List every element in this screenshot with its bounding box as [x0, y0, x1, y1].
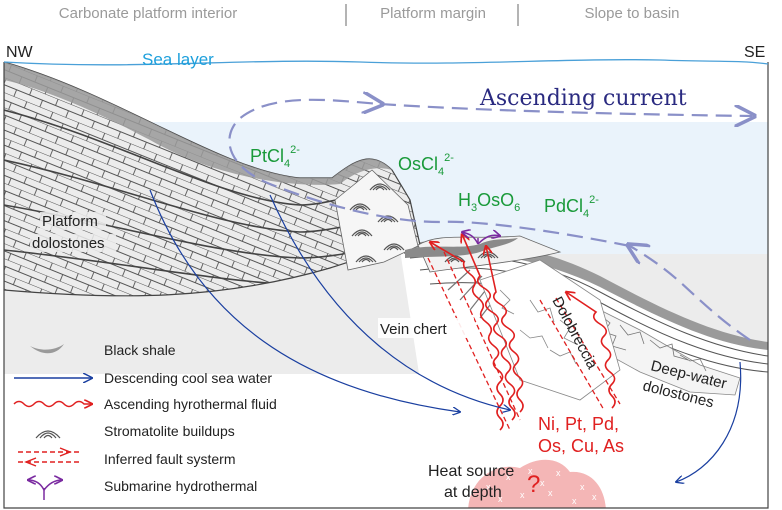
vein-chert-label: Vein chert — [380, 321, 448, 338]
platform-label-line2: dolostones — [32, 235, 105, 252]
svg-text:x: x — [506, 472, 511, 482]
zone-label-platform-interior: Carbonate platform interior — [59, 5, 237, 22]
zone-label-platform-margin: Platform margin — [380, 5, 486, 22]
vein-chert-marks — [447, 269, 501, 319]
metals-line1: Ni, Pt, Pd, — [538, 414, 619, 434]
dissolved-species: PtCl42- OsCl42- H3OsO6 PdCl42- — [250, 144, 599, 220]
ptcl4-label: PtCl42- — [250, 144, 300, 170]
svg-text:x: x — [556, 468, 561, 478]
legend-symbol-fault — [18, 447, 80, 467]
legend-symbol-hydrothermal-fluid — [13, 402, 92, 407]
ascending-current-loop — [228, 100, 752, 341]
legend: Black shale Descending cool sea water As… — [13, 342, 277, 500]
ascending-hydrothermal-fluid — [430, 234, 616, 431]
zone-label-slope-to-basin: Slope to basin — [584, 5, 679, 22]
platform-label-line1: Platform — [42, 213, 98, 230]
svg-text:x: x — [572, 496, 577, 506]
se-label: SE — [744, 44, 765, 61]
inferred-faults — [427, 251, 621, 431]
metals-line2: Os, Cu, As — [538, 436, 624, 456]
legend-symbol-submarine-hydrothermal — [28, 480, 62, 500]
heat-source-label-line1: Heat source — [428, 463, 514, 480]
oscl4-label: OsCl42- — [398, 152, 454, 178]
ascending-current-label: Ascending current — [479, 86, 687, 111]
legend-label-fault: Inferred fault systerm — [104, 451, 236, 467]
sea-surface-line — [3, 59, 769, 66]
legend-label-hydrothermal-fluid: Ascending hyrothermal fluid — [104, 396, 277, 412]
svg-text:x: x — [520, 490, 525, 500]
svg-text:x: x — [580, 482, 585, 492]
svg-text:x: x — [486, 482, 491, 492]
h3oso6-label: H3OsO6 — [458, 190, 520, 214]
heat-source-label-line2: at depth — [444, 484, 502, 501]
sea-layer-label: Sea layer — [142, 50, 214, 69]
legend-label-stromatolite: Stromatolite buildups — [104, 423, 235, 439]
legend-symbol-stromatolite — [35, 430, 61, 439]
legend-label-submarine-hydrothermal: Submarine hydrothermal — [104, 478, 257, 494]
legend-label-black-shale: Black shale — [104, 342, 176, 358]
svg-text:x: x — [498, 494, 503, 504]
stromatolite-buildups — [349, 183, 499, 263]
heat-source-question-mark: ? — [527, 471, 540, 498]
nw-label: NW — [6, 44, 34, 61]
svg-text:x: x — [540, 478, 545, 488]
svg-text:x: x — [592, 492, 597, 502]
legend-label-descending-water: Descending cool sea water — [104, 370, 272, 386]
pdcl4-label: PdCl42- — [544, 194, 599, 220]
descending-cool-sea-water — [149, 189, 742, 482]
svg-text:x: x — [548, 488, 553, 498]
svg-text:x: x — [528, 466, 533, 476]
legend-symbol-black-shale — [30, 344, 64, 354]
submarine-hydrothermal-vent — [462, 232, 500, 245]
